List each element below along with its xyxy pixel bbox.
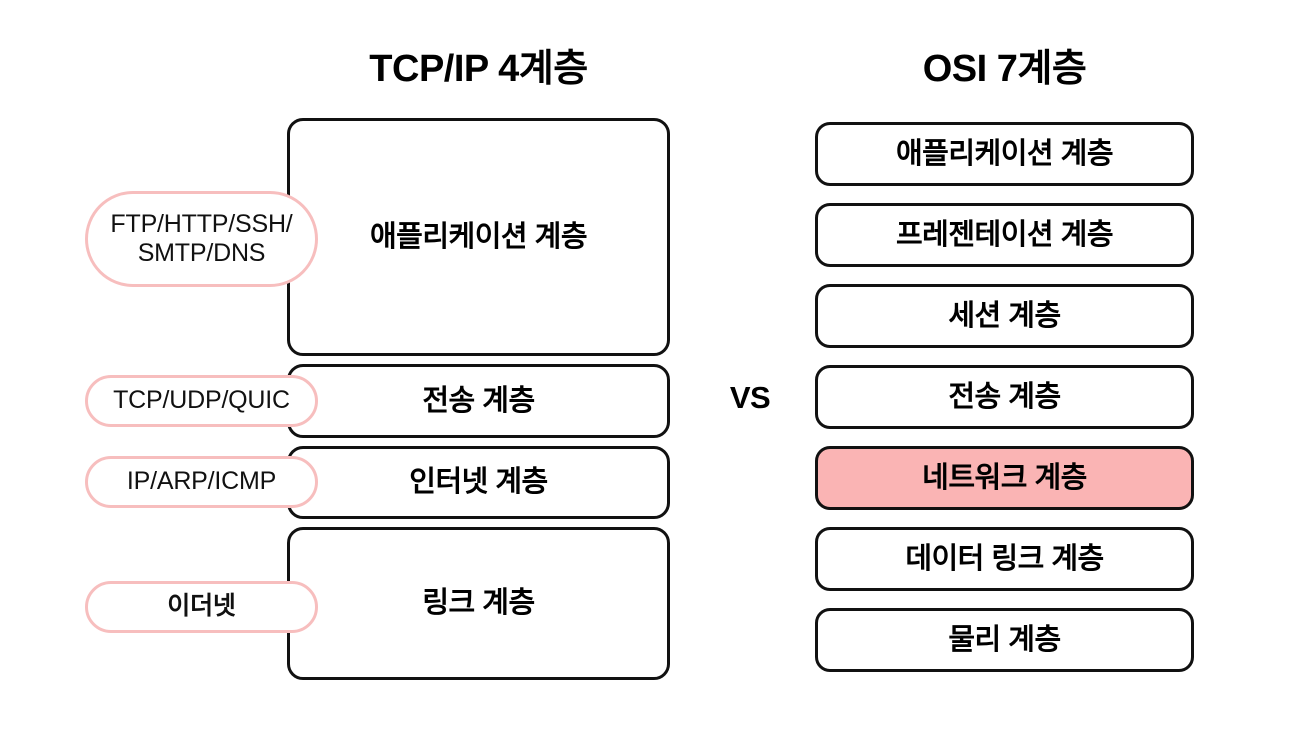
tcpip-layer-stack: 애플리케이션 계층 전송 계층 인터넷 계층 링크 계층: [287, 118, 670, 680]
osi-layer-label: 세션 계층: [948, 299, 1061, 332]
tcpip-layer-label: 인터넷 계층: [409, 466, 548, 498]
osi-layer-label: 애플리케이션 계층: [896, 137, 1114, 170]
osi-layer-label: 네트워크 계층: [922, 461, 1087, 494]
tcpip-layer-application[interactable]: 애플리케이션 계층: [287, 118, 670, 356]
tcpip-column-title: TCP/IP 4계층: [369, 48, 588, 90]
tcpip-layer-label: 애플리케이션 계층: [370, 220, 588, 253]
tcpip-layer-label: 링크 계층: [422, 587, 535, 619]
osi-layer-session[interactable]: 세션 계층: [815, 284, 1194, 348]
osi-layer-presentation[interactable]: 프레젠테이션 계층: [815, 203, 1194, 267]
osi-layer-transport[interactable]: 전송 계층: [815, 365, 1194, 429]
osi-layer-data-link[interactable]: 데이터 링크 계층: [815, 527, 1194, 591]
tcpip-layer-transport[interactable]: 전송 계층: [287, 364, 670, 438]
osi-layer-physical[interactable]: 물리 계층: [815, 608, 1194, 672]
tcpip-layer-link[interactable]: 링크 계층: [287, 527, 670, 680]
protocol-pill-link[interactable]: 이더넷: [85, 581, 318, 633]
protocol-pill-transport[interactable]: TCP/UDP/QUIC: [85, 375, 318, 427]
protocol-pill-label: FTP/HTTP/SSH/ SMTP/DNS: [110, 209, 293, 268]
osi-layer-network[interactable]: 네트워크 계층: [815, 446, 1194, 510]
tcpip-layer-internet[interactable]: 인터넷 계층: [287, 446, 670, 519]
osi-layer-stack: 애플리케이션 계층 프레젠테이션 계층 세션 계층 전송 계층 네트워크 계층 …: [815, 122, 1194, 678]
osi-layer-application[interactable]: 애플리케이션 계층: [815, 122, 1194, 186]
osi-layer-label: 물리 계층: [948, 623, 1061, 656]
protocol-pill-application[interactable]: FTP/HTTP/SSH/ SMTP/DNS: [85, 191, 318, 287]
protocol-pill-label: TCP/UDP/QUIC: [113, 386, 290, 415]
osi-layer-label: 프레젠테이션 계층: [896, 218, 1114, 251]
protocol-pill-internet[interactable]: IP/ARP/ICMP: [85, 456, 318, 508]
osi-column-title: OSI 7계층: [922, 48, 1087, 90]
tcpip-layer-label: 전송 계층: [422, 384, 535, 417]
protocol-pill-label: IP/ARP/ICMP: [126, 467, 277, 496]
protocol-pill-label: 이더넷: [167, 592, 236, 621]
osi-layer-label: 전송 계층: [948, 380, 1061, 413]
osi-layer-label: 데이터 링크 계층: [905, 542, 1104, 575]
versus-label: VS: [729, 380, 771, 415]
